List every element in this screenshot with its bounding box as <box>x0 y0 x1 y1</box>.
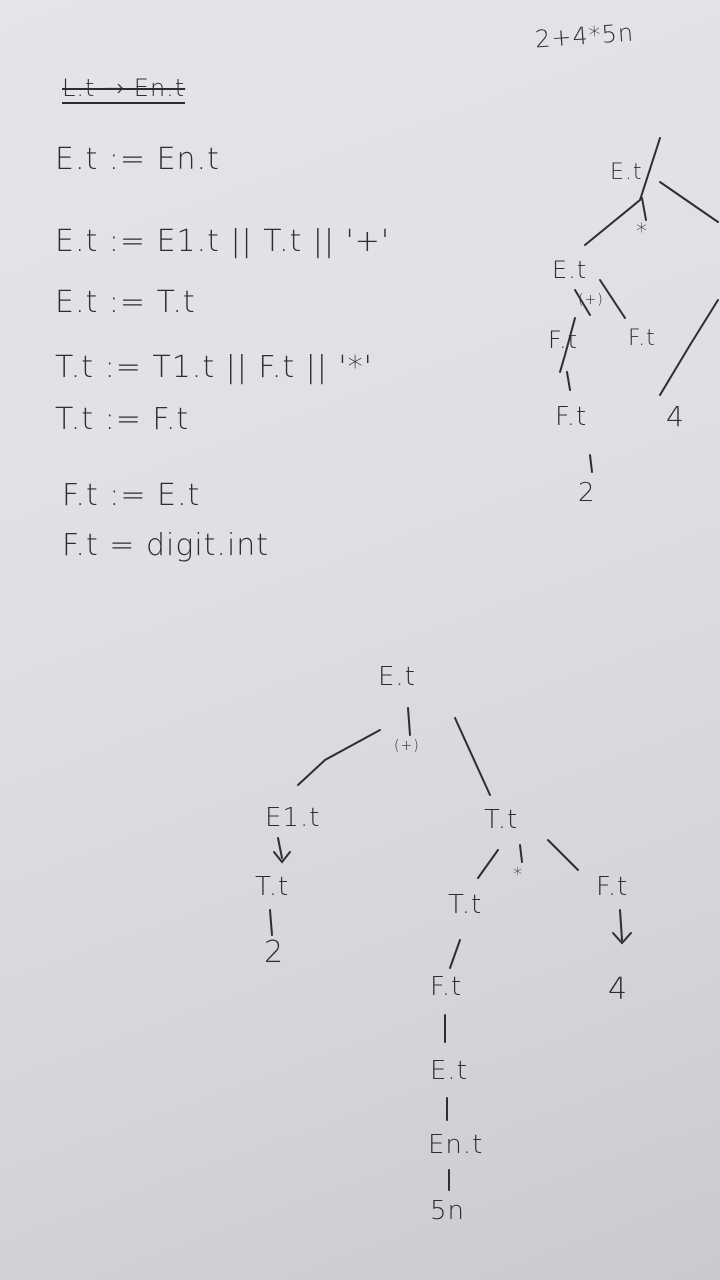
main-stroke-e1-arrow <box>277 837 283 859</box>
main-tree-f-child: E.t <box>430 1056 468 1086</box>
rule-6: F.t := E.t <box>62 478 201 513</box>
main-stroke-t-right <box>547 839 579 871</box>
main-tree-t: T.t <box>484 805 519 835</box>
small-stroke-root-left <box>584 137 661 246</box>
small-tree-star: * <box>636 220 648 245</box>
main-stroke-root-op <box>407 707 411 736</box>
main-stroke-tt-down <box>449 939 461 969</box>
main-tree-t-right-leaf: 4 <box>608 972 629 1007</box>
main-tree-e1-leaf: 2 <box>264 935 285 970</box>
small-stroke-right-long <box>659 299 719 396</box>
main-stroke-ft-arrowhead <box>612 932 632 945</box>
small-tree-plus: (+) <box>578 292 604 308</box>
small-tree-left-child: F.t <box>548 326 578 354</box>
small-stroke-root-right <box>659 181 719 223</box>
main-tree-t-op: * <box>513 864 523 885</box>
small-stroke-e-right <box>599 279 626 319</box>
main-stroke-e1-arrowhead <box>273 851 291 864</box>
small-tree-leaf-parent: F.t <box>555 402 588 432</box>
rule-5: T.t := F.t <box>55 402 190 437</box>
struck-rule: L.t → En.t <box>62 74 186 104</box>
main-tree-root: E.t <box>378 662 416 692</box>
main-stroke-t-mid <box>519 844 523 863</box>
small-stroke-left-f <box>559 317 576 373</box>
small-stroke-ft-down <box>566 371 571 391</box>
rule-3: E.t := T.t <box>55 285 196 320</box>
main-tree-root-op: (+) <box>394 738 420 754</box>
small-stroke-root-star <box>641 197 647 221</box>
main-tree-f: F.t <box>430 972 463 1002</box>
main-tree-leaf: 5n <box>430 1196 466 1226</box>
main-tree-e1-child: T.t <box>255 872 290 902</box>
small-tree-left: E.t <box>552 256 588 284</box>
main-stroke-ft-arrow <box>619 909 623 941</box>
main-tree-t-right: F.t <box>596 872 629 902</box>
small-tree-right-leaf: 4 <box>666 400 685 433</box>
small-tree-right-child: F.t <box>628 326 656 351</box>
rule-1: E.t := En.t <box>55 142 220 177</box>
rule-4: T.t := T1.t || F.t || '*' <box>55 350 373 385</box>
small-tree-root: E.t <box>610 160 643 185</box>
small-stroke-e-down <box>574 289 591 316</box>
main-tree-t-left: T.t <box>448 890 483 920</box>
small-stroke-2-down <box>589 454 593 473</box>
rule-2: E.t := E1.t || T.t || '+' <box>55 224 391 259</box>
main-stroke-t-down <box>269 909 273 936</box>
main-tree-e1: E1.t <box>265 803 321 833</box>
rule-7: F.t = digit.int <box>62 528 270 563</box>
small-tree-left-leaf: 2 <box>578 478 596 508</box>
main-stroke-root-left <box>297 729 381 786</box>
main-stroke-t-left <box>477 849 499 879</box>
main-tree-en: En.t <box>428 1130 484 1160</box>
main-stroke-root-right <box>454 717 491 796</box>
